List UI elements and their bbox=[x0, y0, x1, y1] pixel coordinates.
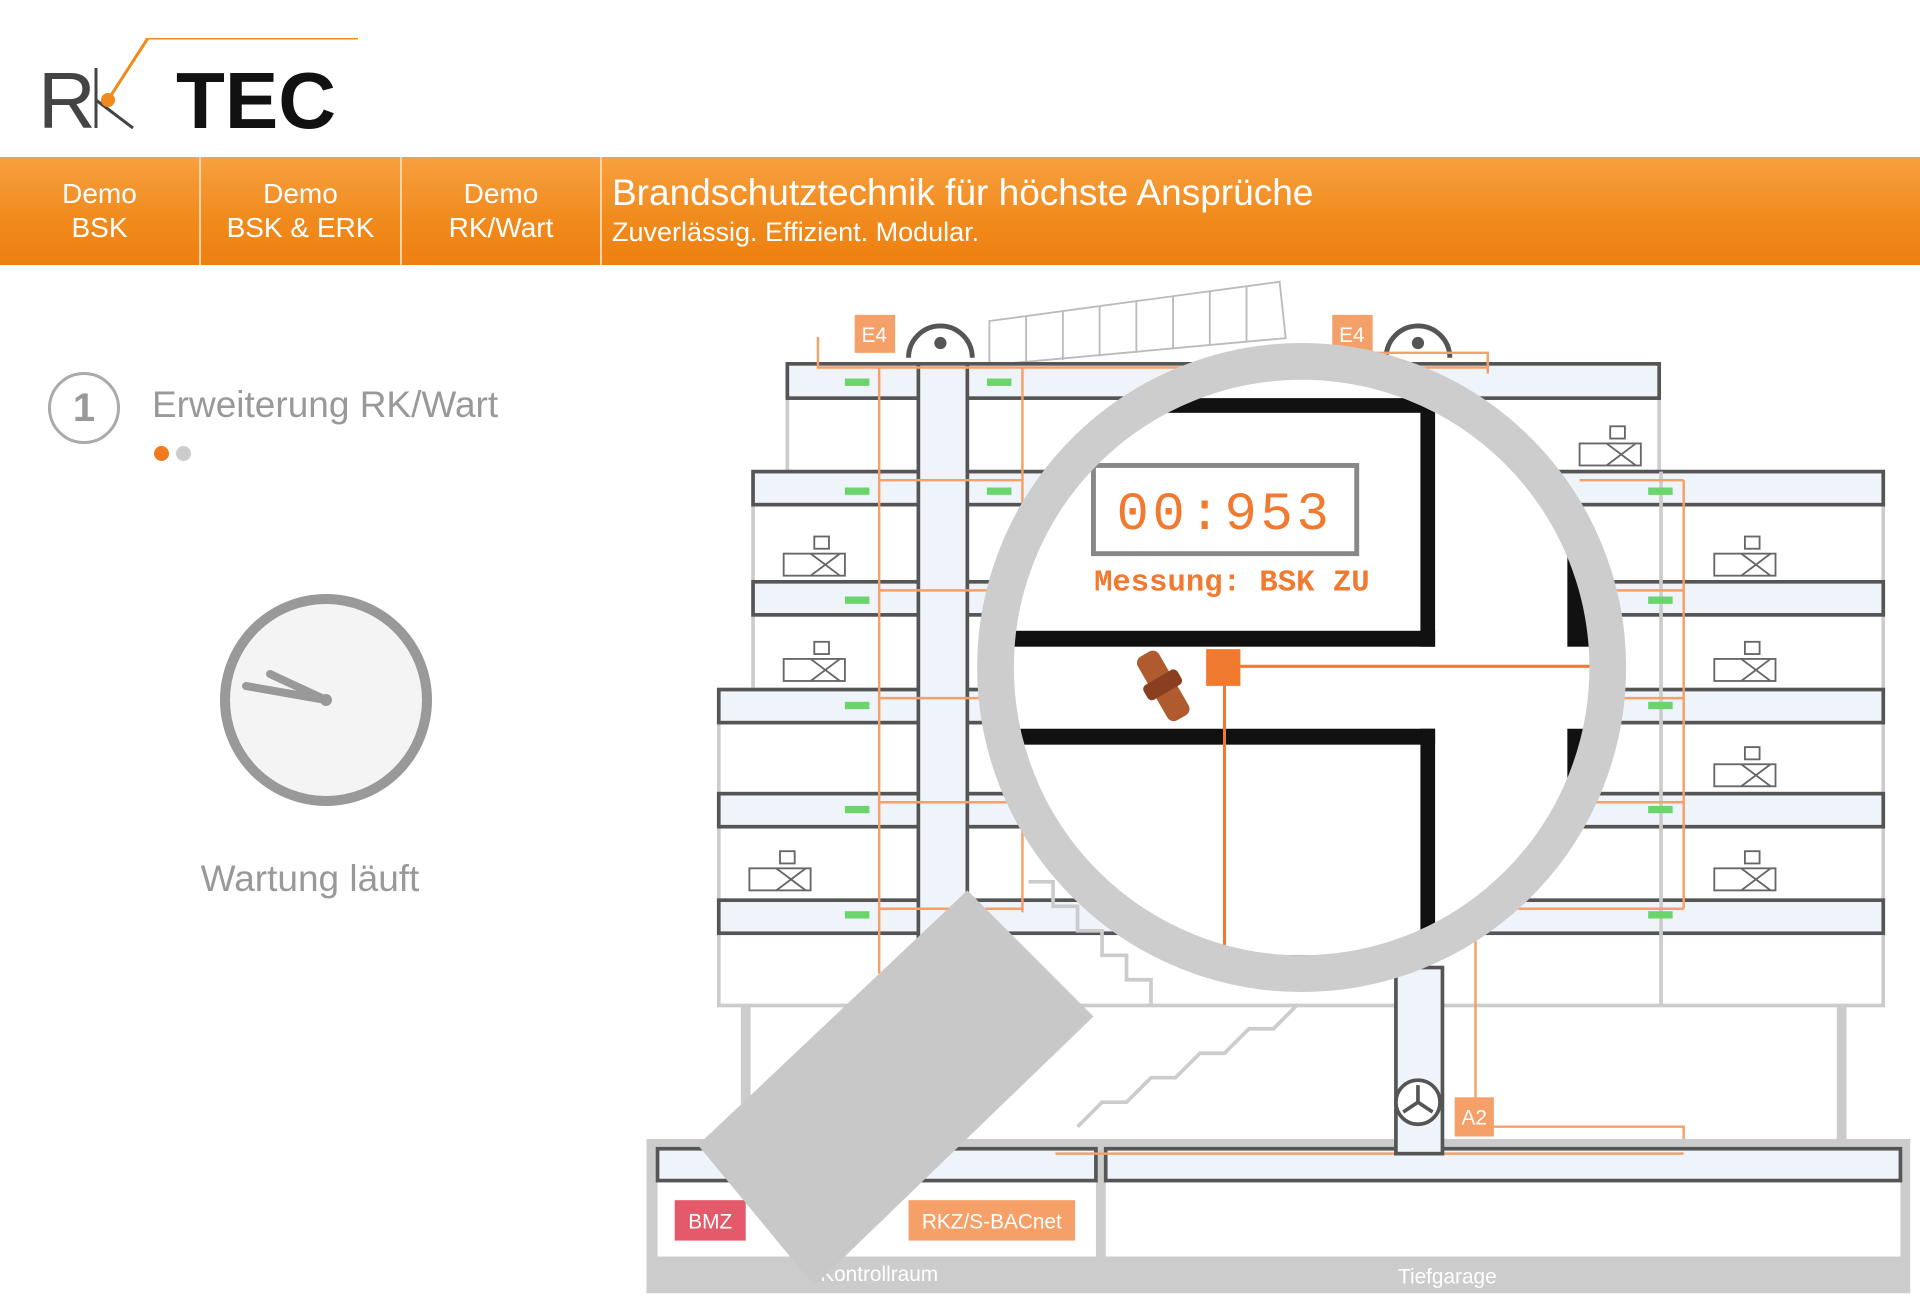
nav-label: RK/Wart bbox=[448, 212, 554, 243]
magnifier-lens: 00:953 Messung: BSK ZU bbox=[977, 343, 1627, 993]
display-message: Messung: BSK ZU bbox=[1094, 566, 1370, 600]
nav-label: BSK bbox=[71, 212, 128, 243]
label-a2: A2 bbox=[1454, 1097, 1494, 1137]
header-title-block: Brandschutztechnik für höchste Ansprüche… bbox=[612, 171, 1313, 249]
sensor-square bbox=[1206, 649, 1241, 686]
svg-text:RKZ/S-BACnet: RKZ/S-BACnet bbox=[922, 1210, 1062, 1233]
roof-vent-icon bbox=[906, 323, 1453, 358]
room-label-kontrollraum: Kontrollraum bbox=[820, 1263, 938, 1286]
svg-text:E4: E4 bbox=[1339, 324, 1364, 347]
rktec-logo: R TEC bbox=[38, 38, 358, 138]
svg-text:A2: A2 bbox=[1462, 1106, 1487, 1129]
damper-icon bbox=[1136, 650, 1190, 722]
magnifier-ring bbox=[977, 343, 1627, 993]
nav-label: Demo bbox=[62, 178, 137, 209]
pager-dot-active[interactable] bbox=[154, 446, 169, 461]
nav-label: BSK & ERK bbox=[226, 212, 375, 243]
divider bbox=[400, 157, 402, 265]
bmz-box[interactable]: BMZ bbox=[674, 1200, 746, 1241]
svg-text:TEC: TEC bbox=[176, 56, 336, 138]
solar-panel bbox=[988, 280, 1287, 367]
label-e4-left: E4 bbox=[854, 314, 896, 353]
header-band: Demo BSK Demo BSK & ERK Demo RK/Wart Bra… bbox=[0, 157, 1920, 265]
nav-demo-rk-wart[interactable]: Demo RK/Wart bbox=[402, 157, 600, 265]
status-text: Wartung läuft bbox=[200, 858, 420, 899]
desk-icon bbox=[748, 425, 1777, 892]
measurement-display bbox=[1091, 463, 1360, 557]
step-number: 1 bbox=[48, 372, 120, 444]
rkz-bacnet-box[interactable]: RKZ/S-BACnet bbox=[908, 1200, 1076, 1241]
divider bbox=[199, 157, 201, 265]
clock-icon bbox=[220, 594, 432, 806]
svg-text:E4: E4 bbox=[862, 324, 887, 347]
header-subtitle: Zuverlässig. Effizient. Modular. bbox=[612, 217, 980, 247]
magnifier-handle bbox=[697, 890, 1094, 1286]
nav-demo-bsk[interactable]: Demo BSK bbox=[0, 157, 199, 265]
pager-dot[interactable] bbox=[176, 446, 191, 461]
nav-label: Demo bbox=[263, 178, 338, 209]
nav-label: Demo bbox=[463, 178, 539, 209]
nav-demo-bsk-erk[interactable]: Demo BSK & ERK bbox=[201, 157, 400, 265]
svg-text:BMZ: BMZ bbox=[688, 1210, 732, 1233]
divider bbox=[600, 157, 602, 265]
header-title: Brandschutztechnik für höchste Ansprüche bbox=[612, 172, 1314, 213]
display-value: 00:953 bbox=[1117, 485, 1333, 546]
step-label: Erweiterung RK/Wart bbox=[152, 384, 499, 425]
svg-text:R: R bbox=[38, 56, 98, 138]
room-label-tiefgarage: Tiefgarage bbox=[1398, 1265, 1497, 1288]
